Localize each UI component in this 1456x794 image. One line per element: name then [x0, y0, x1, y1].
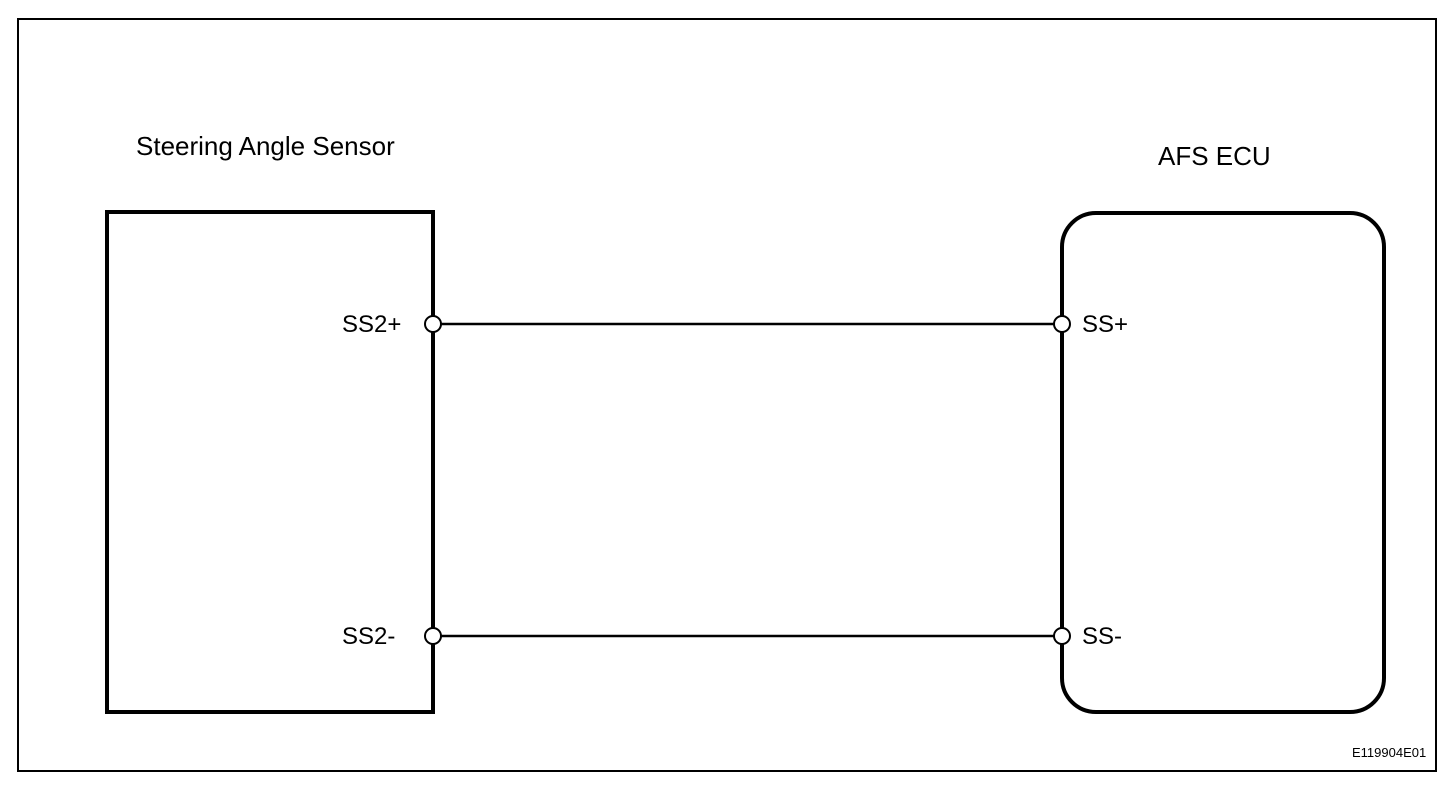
- ecu-box: [1060, 211, 1386, 714]
- sensor-box: [105, 210, 435, 714]
- terminal-ss-plus: [1053, 315, 1071, 333]
- terminal-ss2-plus: [424, 315, 442, 333]
- ecu-title: AFS ECU: [1158, 141, 1271, 171]
- terminal-ss-minus: [1053, 627, 1071, 645]
- sensor-title: Steering Angle Sensor: [136, 131, 395, 161]
- diagram-frame: [17, 18, 1437, 772]
- terminal-ss2-minus: [424, 627, 442, 645]
- pin-label-ss-plus: SS+: [1082, 311, 1129, 338]
- figure-id: E119904E01: [1352, 745, 1427, 760]
- pin-label-ss2-minus: SS2-: [342, 623, 396, 650]
- pin-label-ss2-plus: SS2+: [342, 311, 402, 338]
- pin-label-ss-minus: SS-: [1082, 623, 1123, 650]
